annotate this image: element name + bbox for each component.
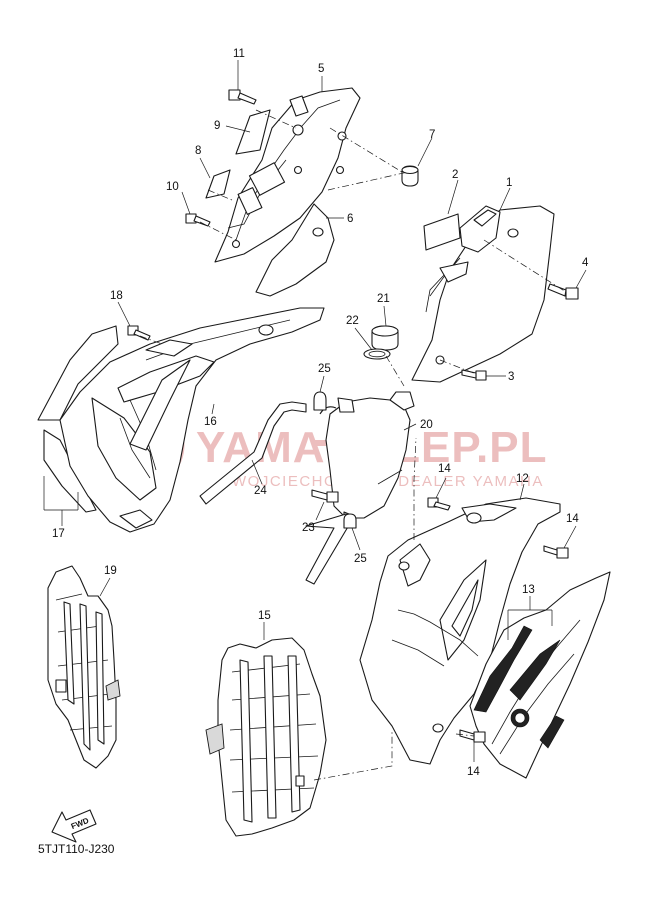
- part-4-bolt: [547, 283, 579, 300]
- callout-16: 16: [204, 416, 217, 428]
- part-18-bolt: [127, 325, 151, 341]
- part-23-bolt: [311, 489, 339, 503]
- part-20-tank: [319, 391, 415, 529]
- callout-14-a: 14: [438, 463, 451, 475]
- callout-25-upper: 25: [318, 363, 331, 375]
- part-15-radiator-guard: [205, 637, 327, 837]
- callout-23: 23: [302, 522, 315, 534]
- callout-17: 17: [52, 528, 65, 540]
- callout-14-c: 14: [467, 766, 480, 778]
- callout-4: 4: [582, 257, 589, 269]
- callout-24: 24: [254, 485, 267, 497]
- callout-25-lower: 25: [354, 553, 367, 565]
- part-12-radiator-shroud: [359, 497, 561, 765]
- fwd-arrow-icon: FWD: [51, 809, 97, 843]
- callout-6: 6: [347, 213, 353, 225]
- callout-10: 10: [166, 181, 179, 193]
- part-16-radiator-shroud: [59, 307, 325, 533]
- callout-18: 18: [110, 290, 123, 302]
- part-25-clamp-lower: [343, 513, 357, 529]
- part-9-pad: [235, 109, 271, 155]
- part-13-shroud-graphic: [469, 571, 611, 779]
- callout-12: 12: [516, 473, 529, 485]
- callout-15: 15: [258, 610, 271, 622]
- callout-13: 13: [522, 584, 535, 596]
- callout-11: 11: [233, 48, 245, 60]
- part-14-bolt-a: [427, 497, 451, 511]
- callout-5: 5: [318, 63, 324, 75]
- part-25-clamp-upper: [313, 391, 327, 411]
- part-5-side-cover: [214, 87, 361, 263]
- part-14-bolt-b: [543, 545, 569, 559]
- part-21-cap: [371, 325, 399, 351]
- part-7-grommet: [401, 165, 419, 187]
- callout-19: 19: [104, 565, 117, 577]
- callout-14-b: 14: [566, 513, 579, 525]
- part-10-bolt: [185, 213, 211, 227]
- part-2-sticker: [423, 213, 461, 251]
- callout-8: 8: [195, 145, 201, 157]
- part-1-side-cover-right: [411, 205, 555, 383]
- callout-3: 3: [508, 371, 514, 383]
- watermark-separator: [312, 440, 326, 446]
- part-11-bolt: [228, 89, 257, 105]
- part-17-shroud-panel: [37, 325, 119, 513]
- callout-9: 9: [214, 120, 220, 132]
- part-3-screw: [461, 369, 487, 381]
- callout-numbers: 11 5 9 7 8 2 1 10 6 4 18 21 22 25 3 16 2…: [52, 48, 589, 778]
- callout-7: 7: [429, 129, 435, 141]
- callout-21: 21: [377, 293, 390, 305]
- part-24-hose: [199, 401, 353, 585]
- callout-20: 20: [420, 419, 433, 431]
- callout-22: 22: [346, 315, 359, 327]
- callout-1: 1: [506, 177, 512, 189]
- part-19-radiator-louver: [47, 565, 121, 769]
- callout-2: 2: [452, 169, 458, 181]
- part-8-pad: [205, 169, 231, 199]
- part-22-gasket: [363, 348, 391, 360]
- diagram-code: 5TJT110-J230: [38, 842, 115, 856]
- leader-lines: [43, 60, 587, 781]
- part-6-number-plate-film: [255, 203, 335, 297]
